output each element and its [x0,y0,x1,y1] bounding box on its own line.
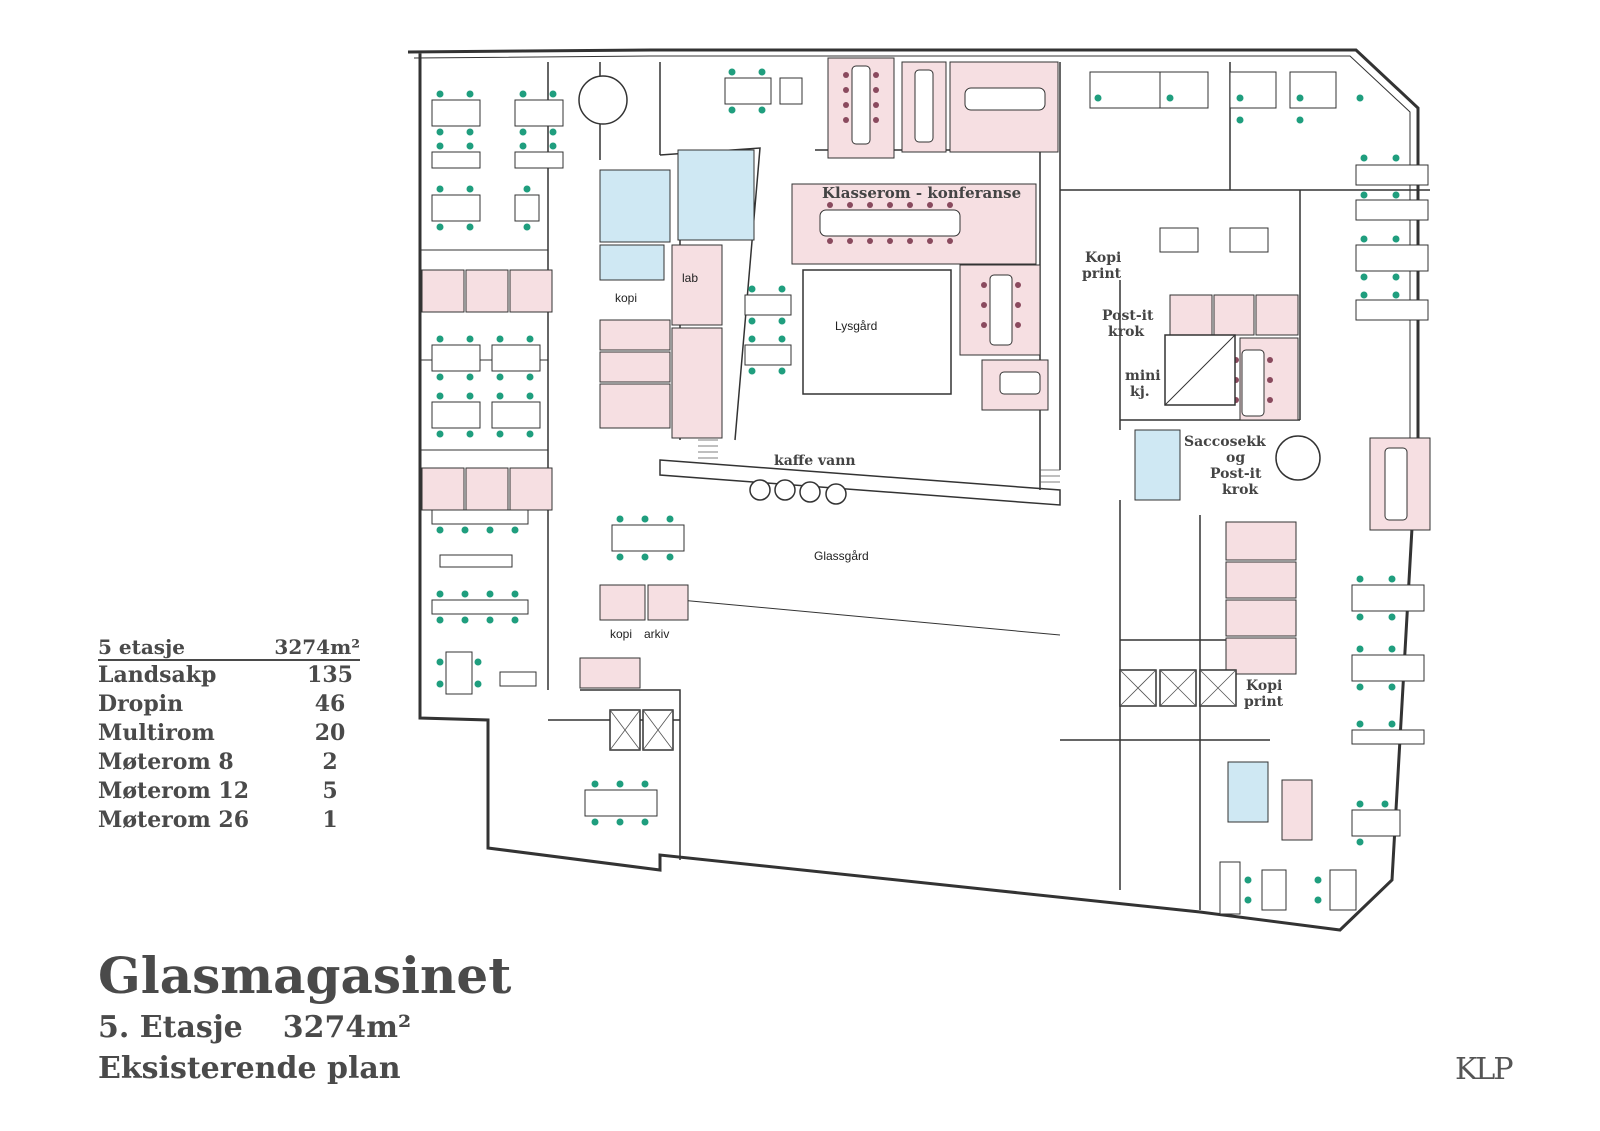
lysgard-atrium [802,269,952,395]
label-postit-a: Post-it [1102,308,1154,324]
floor-subtitle: 5. Etasje 3274m² [98,1011,411,1045]
legend-row-label: Møterom 12 [98,778,250,804]
label-sacco-b: og [1226,450,1245,466]
floor-area: 3274m² [282,1010,412,1045]
page-title: Glasmagasinet [98,946,512,1005]
label-postit-b: krok [1108,324,1144,340]
label-sacco-d: krok [1222,482,1258,498]
legend-row: Multirom 20 [98,719,360,748]
area-legend: 5 etasje 3274m² Landsakp 135 Dropin 46 Mul… [98,636,360,835]
label-minikj-a: mini [1125,368,1161,384]
label-minikj-b: kj. [1130,384,1150,400]
label-kopi-arkiv-a: kopi [610,627,632,641]
legend-row: Møterom 26 1 [98,806,360,835]
legend-row-label: Landsakp [98,662,217,688]
label-sacco-c: Post-it [1210,466,1262,482]
label-kopi-print-2b: print [1244,694,1284,710]
label-kopi: kopi [615,291,637,305]
legend-row: Dropin 46 [98,690,360,719]
label-kopi-arkiv-b: arkiv [644,627,669,641]
legend-row-label: Møterom 26 [98,807,250,833]
legend-row-label: Multirom [98,720,215,746]
label-lysgard: Lysgård [835,319,877,333]
legend-row: Landsakp 135 [98,661,360,690]
legend-header-value: 3274m² [274,635,360,659]
legend-header: 5 etasje 3274m² [98,636,360,661]
plan-subtitle: Eksisterende plan [98,1051,401,1086]
outer-wall [407,48,1420,932]
label-lab: lab [682,271,698,285]
legend-row-value: 1 [322,807,338,833]
legend-row-label: Møterom 8 [98,749,234,775]
legend-row: Møterom 12 5 [98,777,360,806]
label-sacco-a: Saccosekk [1184,434,1266,450]
legend-row: Møterom 8 2 [98,748,360,777]
label-kopi-print-1a: Kopi [1085,250,1121,266]
legend-row-value: 46 [314,691,346,717]
legend-row-value: 20 [314,720,346,746]
legend-row-value: 5 [322,778,338,804]
legend-header-label: 5 etasje [98,635,186,659]
legend-row-label: Dropin [98,691,184,717]
klp-logo: KLP [1455,1052,1514,1087]
label-kopi-print-1b: print [1082,266,1122,282]
label-glassgard: Glassgård [814,549,869,563]
label-kopi-print-2a: Kopi [1246,678,1282,694]
legend-row-value: 135 [307,662,353,688]
legend-row-value: 2 [322,749,338,775]
label-klasserom: Klasserom - konferanse [822,184,1021,202]
label-kaffe-vann: kaffe vann [774,453,856,469]
floor-label: 5. Etasje [98,1010,243,1045]
